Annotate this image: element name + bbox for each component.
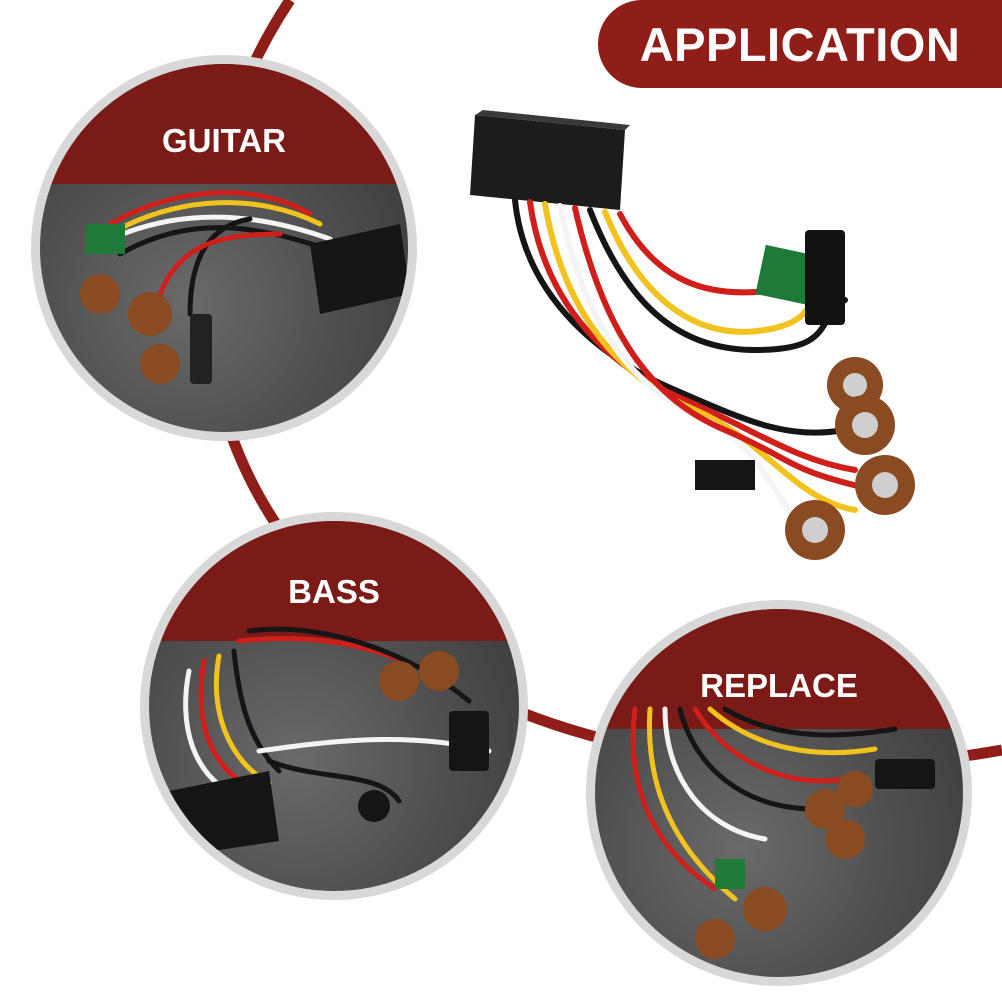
application-banner: APPLICATION <box>598 0 1002 88</box>
main-harness-image <box>470 110 915 560</box>
bass-photo: BASS <box>149 521 519 891</box>
guitar-circle: GUITAR <box>31 55 417 441</box>
replace-band <box>595 609 963 729</box>
replace-label: REPLACE <box>700 667 858 704</box>
preamp-box-icon <box>470 110 630 210</box>
bass-band <box>149 521 519 641</box>
replace-photo: REPLACE <box>595 609 963 977</box>
banner-title: APPLICATION <box>639 17 961 71</box>
replace-circle: REPLACE <box>586 600 972 986</box>
harness-icon <box>80 190 408 384</box>
harness-icon <box>630 706 935 959</box>
bass-label: BASS <box>288 573 380 610</box>
harness-icon <box>169 626 492 856</box>
guitar-label: GUITAR <box>161 122 287 159</box>
battery-clip-icon <box>695 460 755 490</box>
guitar-photo: GUITAR <box>40 64 408 432</box>
bass-circle: BASS <box>140 512 528 900</box>
guitar-band <box>40 64 408 184</box>
potentiometer-icon <box>755 230 915 560</box>
